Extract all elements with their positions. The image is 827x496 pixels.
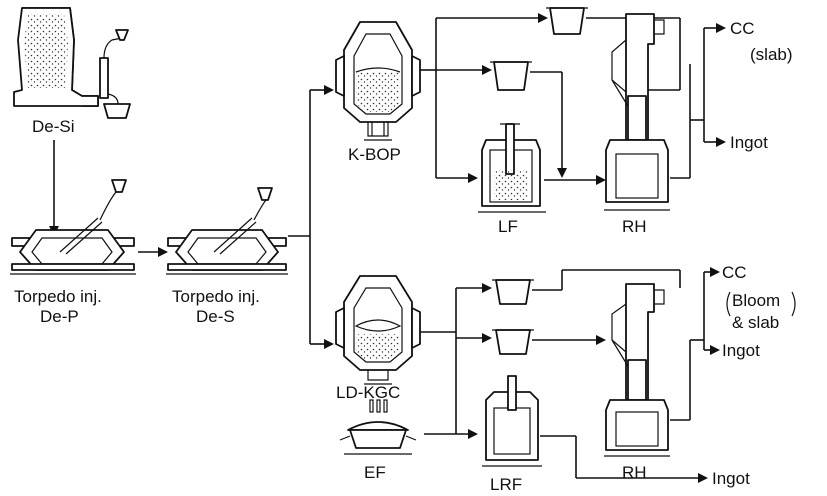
ladle-top2-connector	[530, 71, 567, 178]
ladle-icon-top-1	[546, 7, 588, 35]
ladle-bottom1-connector	[532, 269, 681, 291]
kbop-converter-icon	[335, 21, 421, 141]
arrow-desi-to-torpedo	[49, 140, 59, 236]
ingot-top-label: Ingot	[730, 133, 768, 152]
cc-top-note: (slab)	[750, 45, 793, 64]
de-si-label: De-Si	[32, 117, 75, 136]
cc-top-label: CC	[730, 19, 755, 38]
cc-bottom-label: CC	[722, 263, 747, 282]
ingot-bottom-label: Ingot	[712, 469, 750, 488]
arrow-ladle-to-rh-bottom	[532, 335, 606, 345]
ladle-icon-bottom-2	[492, 329, 534, 355]
kbop-branches	[420, 13, 548, 183]
torpedo-dep-label-1: Torpedo inj.	[14, 287, 102, 306]
ldkgc-branches	[420, 283, 492, 439]
ladle-icon-top-2	[490, 61, 532, 91]
lrf-to-ingot-connector	[540, 435, 708, 483]
ladle-icon-bottom-1	[492, 279, 534, 305]
torpedo-des-label-1: Torpedo inj.	[172, 287, 260, 306]
ingot-mid-label: Ingot	[722, 341, 760, 360]
torpedo-car-dep-icon	[10, 179, 136, 275]
arrow-dep-to-des	[138, 247, 168, 257]
rh-degasser-top-icon	[604, 13, 670, 211]
rh-top-label: RH	[622, 217, 647, 236]
cc-bottom-note-1: Bloom	[732, 291, 780, 310]
torpedo-des-label-2: De-S	[196, 307, 235, 326]
torpedo-dep-label-2: De-P	[40, 307, 79, 326]
ef-label: EF	[364, 463, 386, 482]
cc-bottom-note-2: & slab	[732, 313, 779, 332]
rh-top-outputs	[670, 23, 726, 179]
lrf-ladle-refining-furnace-icon	[482, 375, 542, 467]
ldkgc-label: LD-KGC	[336, 383, 400, 402]
bracket-right	[791, 291, 796, 317]
ldkgc-converter-icon	[335, 275, 421, 385]
lf-ladle-furnace-icon	[478, 123, 546, 213]
rh-bottom-outputs	[670, 267, 720, 421]
lf-label: LF	[498, 217, 518, 236]
ef-electric-furnace-icon	[339, 399, 417, 455]
rh-degasser-bottom-icon	[604, 283, 670, 457]
kbop-label: K-BOP	[348, 145, 401, 164]
rh-bottom-label: RH	[622, 463, 647, 482]
torpedo-car-des-icon	[166, 187, 288, 275]
bracket-left	[726, 291, 731, 317]
arrow-lf-to-rh	[544, 175, 606, 185]
blast-furnace-desi-icon	[13, 7, 131, 119]
lrf-label: LRF	[490, 475, 522, 494]
split-connector-des	[288, 85, 334, 349]
